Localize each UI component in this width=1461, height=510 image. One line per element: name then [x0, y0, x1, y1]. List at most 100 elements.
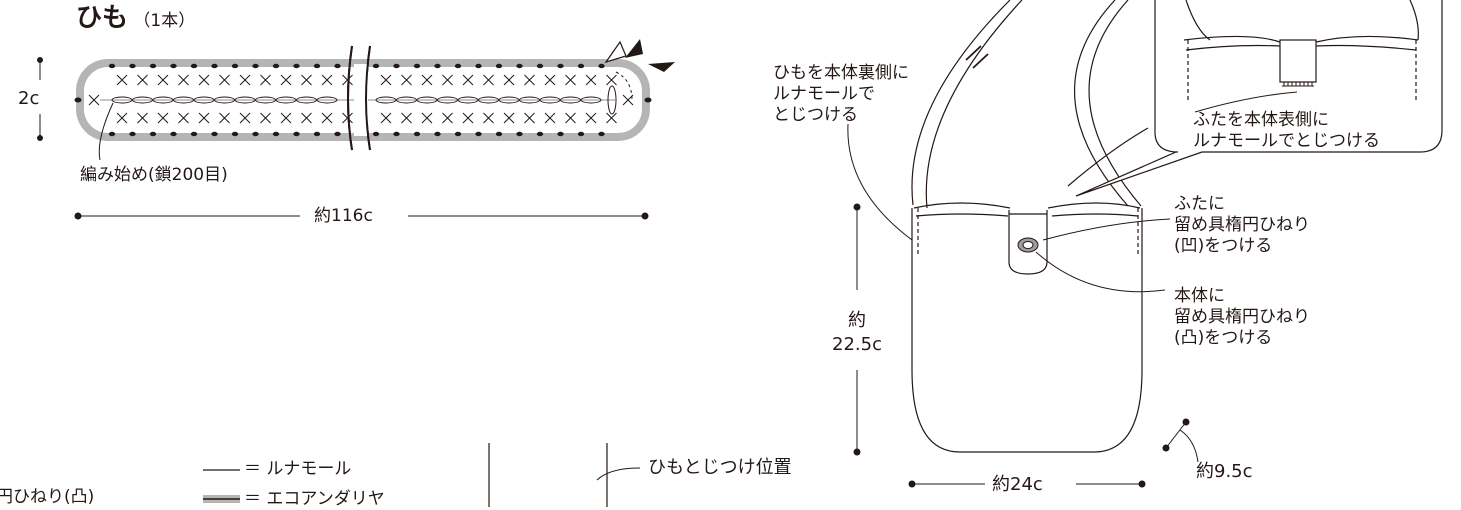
single-crochet-mark: [401, 112, 412, 124]
single-crochet-mark: [219, 112, 230, 124]
edge-dot: [190, 131, 198, 137]
bag-height-label: 約 22.5c: [832, 310, 882, 355]
edge-dot: [536, 131, 544, 137]
single-crochet-mark: [301, 74, 312, 86]
bag-width-dimension: [908, 480, 1146, 488]
edge-dot: [557, 131, 564, 137]
single-crochet-mark: [178, 74, 189, 86]
lid-attach-label: ふたを本体表側に ルナモールでとじつける: [1193, 110, 1380, 151]
single-crochet-mark: [116, 74, 128, 86]
single-crochet-mark: [544, 112, 556, 124]
single-crochet-mark: [116, 112, 128, 124]
edge-dot: [272, 131, 280, 137]
edge-dot: [475, 131, 482, 137]
legend-lines: [203, 443, 641, 507]
single-crochet-mark: [88, 94, 100, 106]
single-crochet-mark: [342, 74, 353, 86]
single-crochet-mark: [301, 112, 312, 124]
single-crochet-mark: [157, 112, 169, 124]
bag-strap-inner: [925, 0, 1023, 209]
edge-dot: [393, 63, 400, 69]
legend-strap-position-label: ひもとじつけ位置: [648, 457, 792, 478]
single-crochet-mark: [401, 74, 412, 86]
edge-dot: [313, 63, 321, 69]
single-crochet-mark: [442, 112, 453, 124]
edge-dot: [231, 131, 239, 137]
single-crochet-mark: [524, 74, 535, 86]
strap-start-label: 編み始め(鎖200目): [80, 165, 228, 185]
single-crochet-mark: [280, 112, 292, 124]
edge-dot: [252, 63, 259, 69]
edge-dot: [577, 63, 585, 69]
single-crochet-mark: [178, 112, 189, 124]
single-crochet-mark: [342, 112, 353, 124]
single-crochet-mark: [380, 74, 392, 86]
edge-dot: [211, 63, 218, 69]
single-crochet-mark: [544, 74, 556, 86]
bag-diagram: [847, 0, 1199, 488]
single-crochet-mark: [524, 112, 535, 124]
single-crochet-mark: [380, 112, 392, 124]
bag-body: [911, 208, 1143, 453]
edge-dot: [313, 131, 321, 137]
single-crochet-mark: [280, 74, 292, 86]
edge-dot: [393, 131, 400, 137]
edge-dot: [74, 97, 82, 103]
single-crochet-mark: [321, 74, 333, 86]
edge-dot: [252, 131, 259, 137]
single-crochet-mark: [219, 74, 230, 86]
single-crochet-mark: [483, 112, 494, 124]
edge-dot: [372, 131, 380, 137]
single-crochet-mark: [606, 112, 617, 124]
snap-button: [1017, 237, 1039, 253]
edge-dot: [557, 63, 564, 69]
legend-snap-label: 円ひねり(凸): [0, 487, 95, 507]
edge-dot: [516, 131, 523, 137]
single-crochet-mark: [585, 74, 597, 86]
legend-luna-label: ＝ ルナモール: [244, 459, 352, 479]
single-crochet-mark: [239, 112, 251, 124]
bag-depth-dimension: [1162, 418, 1199, 463]
edge-dot: [644, 97, 652, 103]
strap-stitch-marks: [74, 63, 652, 137]
lid-snap-label: ふたに 留め具楕円ひねり (凹)をつける: [1174, 194, 1310, 256]
strap-attach-label: ひもを本体裏側に ルナモールで とじつける: [773, 63, 909, 125]
single-crochet-mark: [421, 74, 433, 86]
single-crochet-mark: [198, 112, 210, 124]
strap-length-dimension: [74, 212, 649, 220]
single-crochet-mark: [565, 112, 576, 124]
edge-dot: [454, 131, 462, 137]
edge-dot: [293, 63, 300, 69]
single-crochet-mark: [421, 112, 433, 124]
bag-strap-outer: [911, 0, 1011, 206]
bag-strap-back-inner: [1088, 0, 1142, 207]
yarn-end-markers: [604, 39, 675, 115]
single-crochet-mark: [157, 74, 169, 86]
edge-dot: [129, 131, 136, 137]
single-crochet-mark: [622, 94, 634, 106]
single-crochet-mark: [260, 74, 271, 86]
edge-dot: [598, 131, 605, 137]
lid-detail-callout: [1075, 0, 1443, 197]
single-crochet-mark: [239, 74, 251, 86]
edge-dot: [190, 63, 198, 69]
edge-dot: [516, 63, 523, 69]
single-crochet-mark: [198, 74, 210, 86]
edge-dot: [149, 131, 157, 137]
strap-height-label: 2c: [18, 88, 40, 109]
strap-height-dimension: [37, 57, 43, 141]
legend-eco-label: ＝ エコアンダリヤ: [244, 489, 385, 509]
single-crochet-mark: [462, 74, 474, 86]
edge-dot: [334, 131, 341, 137]
edge-dot: [231, 63, 239, 69]
edge-dot: [475, 63, 482, 69]
edge-dot: [372, 63, 380, 69]
single-crochet-mark: [483, 74, 494, 86]
edge-dot: [108, 131, 116, 137]
edge-dot: [434, 131, 441, 137]
edge-dot: [598, 63, 605, 69]
single-crochet-mark: [462, 112, 474, 124]
edge-dot: [434, 63, 441, 69]
edge-dot: [170, 63, 177, 69]
